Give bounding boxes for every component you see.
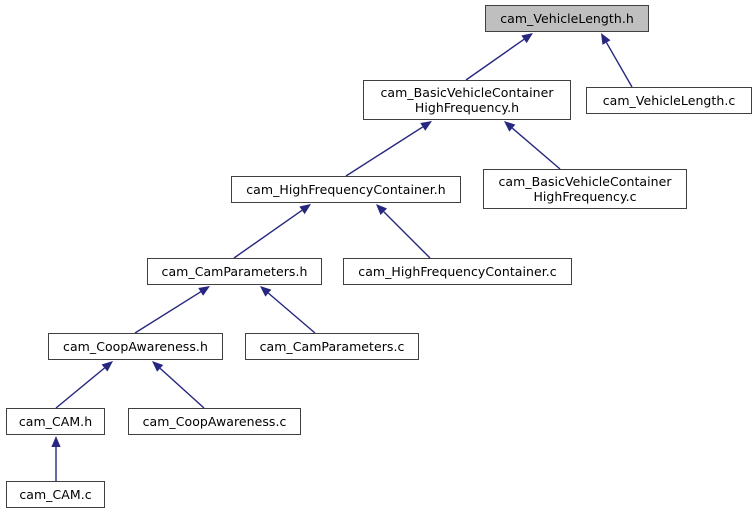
graph-node-hfc_c[interactable]: cam_HighFrequencyContainer.c bbox=[343, 258, 572, 285]
graph-node-cam_c[interactable]: cam_CAM.c bbox=[6, 481, 105, 508]
graph-node-cam_h[interactable]: cam_CAM.h bbox=[6, 408, 105, 435]
graph-node-label: cam_CAM.h bbox=[18, 414, 93, 429]
graph-node-coopawareness_h[interactable]: cam_CoopAwareness.h bbox=[48, 333, 223, 360]
graph-node-label: cam_HighFrequencyContainer.c bbox=[358, 264, 557, 279]
graph-node-bvchf_h[interactable]: cam_BasicVehicleContainer HighFrequency.… bbox=[363, 80, 571, 120]
dependency-arrowhead bbox=[376, 204, 388, 216]
dependency-arrowhead bbox=[299, 204, 311, 215]
dependency-edge bbox=[605, 42, 633, 88]
graph-node-vehiclelength_c[interactable]: cam_VehicleLength.c bbox=[586, 87, 752, 114]
graph-node-label: cam_VehicleLength.h bbox=[500, 11, 634, 26]
graph-node-label: cam_BasicVehicleContainer HighFrequency.… bbox=[498, 174, 672, 204]
graph-node-bvchf_c[interactable]: cam_BasicVehicleContainer HighFrequency.… bbox=[483, 169, 687, 209]
dependency-edge bbox=[465, 38, 525, 81]
dependency-arrowhead bbox=[101, 361, 113, 372]
graph-node-hfc_h[interactable]: cam_HighFrequencyContainer.h bbox=[231, 176, 461, 203]
graph-node-coopawareness_c[interactable]: cam_CoopAwareness.c bbox=[128, 408, 301, 435]
dependency-edge bbox=[345, 126, 424, 177]
graph-node-label: cam_BasicVehicleContainer HighFrequency.… bbox=[380, 85, 554, 115]
dependency-arrowhead bbox=[521, 33, 533, 44]
graph-node-label: cam_CAM.c bbox=[19, 487, 92, 502]
dependency-edge bbox=[511, 127, 561, 170]
dependency-arrowhead bbox=[152, 361, 164, 372]
dependency-edge bbox=[134, 291, 202, 334]
graph-node-label: cam_HighFrequencyContainer.h bbox=[246, 182, 446, 197]
dependency-arrowhead bbox=[420, 121, 432, 131]
graph-node-label: cam_VehicleLength.c bbox=[602, 93, 736, 108]
graph-node-label: cam_CamParameters.c bbox=[259, 339, 405, 354]
dependency-arrowhead bbox=[504, 121, 516, 132]
graph-node-camparameters_h[interactable]: cam_CamParameters.h bbox=[147, 258, 322, 285]
graph-node-camparameters_c[interactable]: cam_CamParameters.c bbox=[245, 333, 419, 360]
graph-node-label: cam_CoopAwareness.h bbox=[63, 339, 208, 354]
dependency-arrowhead bbox=[601, 33, 611, 45]
graph-node-vehiclelength_h[interactable]: cam_VehicleLength.h bbox=[485, 5, 649, 32]
dependency-arrowhead bbox=[260, 286, 272, 297]
graph-node-label: cam_CoopAwareness.c bbox=[142, 414, 287, 429]
dependency-edge bbox=[55, 367, 105, 409]
dependency-edge bbox=[383, 211, 431, 259]
dependency-edge bbox=[159, 367, 205, 409]
dependency-edge bbox=[267, 292, 316, 334]
dependency-arrowhead bbox=[198, 286, 210, 296]
dependency-edge bbox=[233, 209, 303, 259]
graph-node-label: cam_CamParameters.h bbox=[161, 264, 308, 279]
dependency-arrowhead bbox=[51, 436, 61, 447]
